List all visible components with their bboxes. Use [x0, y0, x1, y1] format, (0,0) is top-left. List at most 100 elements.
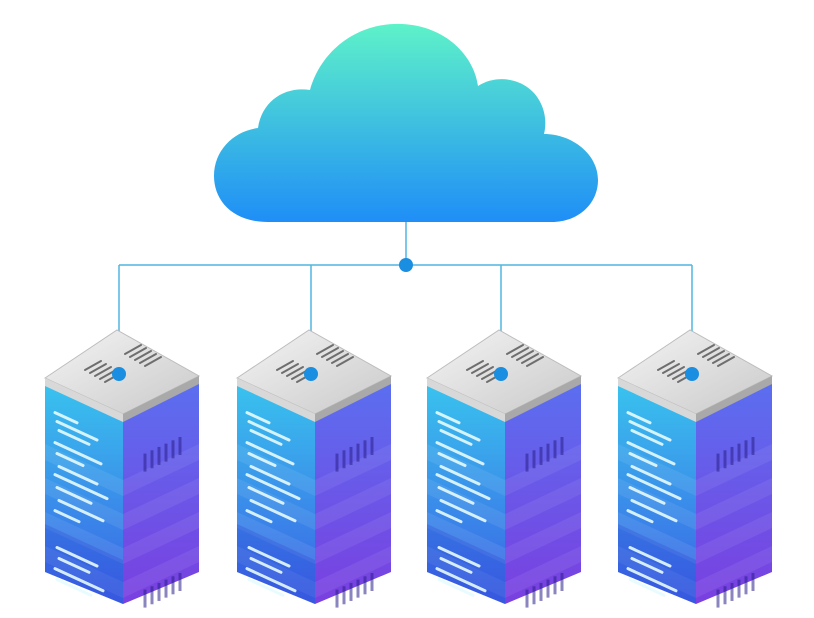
server-led-line: [439, 428, 473, 446]
server-top-edge: [315, 376, 391, 422]
server-shading-band: [696, 546, 772, 598]
server-1: [43, 329, 201, 608]
server-led-line: [628, 578, 666, 597]
server-shading-band: [505, 444, 581, 496]
server-led-line: [628, 420, 672, 442]
server-led-line: [626, 411, 652, 425]
server-shading-band: [123, 444, 199, 496]
server-top-grill: [281, 363, 299, 374]
server-top-edge: [505, 376, 581, 422]
server-2: [235, 329, 393, 608]
server-lower-panel: [237, 524, 315, 604]
server-top-grill: [516, 350, 534, 361]
server-3: [425, 329, 583, 608]
server-shading-band: [315, 512, 391, 564]
server-led-line: [435, 509, 463, 524]
server-top-grill: [717, 356, 735, 367]
server-led-line: [437, 578, 475, 597]
server-led-line: [626, 441, 676, 466]
server-led-line: [247, 486, 285, 505]
server-top-grill: [321, 347, 339, 358]
server-shading-band: [618, 512, 696, 564]
server-led-line: [249, 556, 283, 574]
server-led-line: [55, 420, 99, 442]
server-top-edge: [427, 378, 505, 422]
server-top-grill: [712, 353, 730, 364]
server-led-line: [630, 498, 678, 523]
server-front-face: [427, 382, 505, 604]
server-top-grill: [124, 344, 142, 355]
server-top-grill: [336, 356, 354, 367]
server-led-line: [249, 498, 297, 523]
server-led-line: [57, 556, 91, 574]
server-led-line: [53, 473, 109, 501]
server-connection-node: [685, 367, 699, 381]
server-top-grill: [702, 347, 720, 358]
server-led-line: [439, 464, 481, 486]
server-led-line: [435, 567, 487, 593]
server-led-line: [630, 428, 664, 446]
server-led-line: [437, 420, 481, 442]
server-shading-band: [45, 512, 123, 564]
server-led-line: [247, 546, 291, 568]
server-led-line: [245, 473, 301, 501]
server-top-grill: [276, 360, 294, 371]
server-led-line: [437, 452, 467, 468]
server-top-grill: [466, 360, 484, 371]
server-top-edge: [696, 376, 772, 422]
server-shading-band: [696, 478, 772, 530]
server-led-line: [630, 556, 664, 574]
server-led-line: [57, 428, 91, 446]
server-shading-band: [45, 546, 123, 598]
server-top-grill: [506, 344, 524, 355]
server-led-line: [57, 464, 99, 486]
server-top-grill: [286, 366, 304, 377]
server-top-grill: [707, 350, 725, 361]
server-connection-node: [494, 367, 508, 381]
server-led-line: [626, 473, 682, 501]
network-connector-lines: [118, 222, 693, 374]
server-top-grill: [662, 363, 680, 374]
server-top-grill: [316, 344, 334, 355]
server-shading-band: [618, 546, 696, 598]
server-top-edge: [237, 378, 315, 422]
server-lower-panel: [45, 524, 123, 604]
server-led-line: [435, 473, 491, 501]
server-shading-band: [505, 478, 581, 530]
server-top-grill: [526, 356, 544, 367]
server-top-edge: [123, 376, 199, 422]
server-led-line: [55, 578, 93, 597]
server-led-line: [245, 567, 297, 593]
server-front-face: [45, 382, 123, 604]
server-led-line: [53, 567, 105, 593]
server-shading-band: [123, 478, 199, 530]
server-led-line: [53, 441, 103, 466]
server-4: [616, 329, 774, 608]
server-top-grill: [84, 360, 102, 371]
server-shading-band: [427, 512, 505, 564]
server-top-edge: [45, 378, 123, 422]
server-top-grill: [476, 366, 494, 377]
server-front-face: [618, 382, 696, 604]
server-led-line: [55, 486, 93, 505]
server-top-grill: [521, 353, 539, 364]
server-led-line: [628, 452, 658, 468]
server-led-line: [437, 546, 481, 568]
server-shading-band: [123, 512, 199, 564]
server-top-grill: [129, 347, 147, 358]
server-led-line: [628, 486, 666, 505]
server-led-line: [55, 452, 85, 468]
server-led-line: [628, 546, 672, 568]
server-shading-band: [315, 478, 391, 530]
network-hub-node: [399, 258, 413, 272]
server-led-line: [53, 411, 79, 425]
server-led-line: [626, 567, 678, 593]
server-shading-band: [505, 512, 581, 564]
server-led-line: [245, 411, 271, 425]
server-top-grill: [471, 363, 489, 374]
server-shading-band: [505, 546, 581, 598]
server-led-line: [437, 486, 475, 505]
server-top-grill: [139, 353, 157, 364]
server-top-grill: [657, 360, 675, 371]
